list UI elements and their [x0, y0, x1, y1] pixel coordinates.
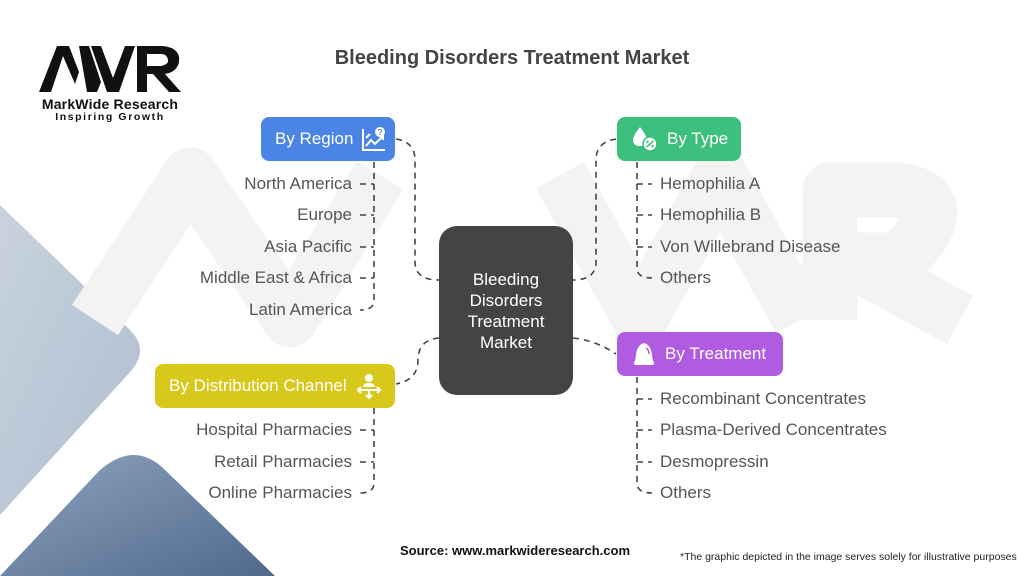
center-node: Bleeding Disorders Treatment Market — [439, 226, 573, 395]
list-item-type: Others — [660, 268, 712, 287]
list-item-region: North America — [244, 174, 352, 193]
list-item-region: Asia Pacific — [264, 237, 352, 256]
page-title: Bleeding Disorders Treatment Market — [334, 47, 690, 69]
branch-by-distribution-channel: By Distribution Channel — [155, 364, 395, 408]
bell-icon — [634, 343, 654, 365]
list-item-treatment: Others — [660, 483, 712, 502]
branch-label: By Region — [275, 129, 354, 148]
list-item-type: Hemophilia A — [660, 174, 761, 193]
list-item-distribution: Online Pharmacies — [208, 483, 352, 502]
branch-label: By Treatment — [665, 344, 767, 363]
list-item-type: Hemophilia B — [660, 205, 762, 224]
branch-label: By Distribution Channel — [169, 376, 347, 395]
list-item-distribution: Retail Pharmacies — [214, 452, 352, 471]
branch-by-treatment: By Treatment — [617, 332, 783, 376]
drops-percent-icon — [633, 127, 658, 152]
logo-company-name: MarkWide Research — [41, 96, 179, 112]
background-shape-dark — [0, 455, 275, 576]
list-item-distribution: Hospital Pharmacies — [196, 420, 352, 439]
list-item-region: Middle East & Africa — [199, 268, 352, 287]
branch-label: By Type — [667, 129, 729, 148]
branch-by-type: By Type — [617, 117, 741, 161]
center-node-label: Bleeding Disorders Treatment Market — [467, 269, 545, 352]
mwr-logo-icon — [39, 46, 181, 92]
list-item-treatment: Recombinant Concentrates — [660, 389, 867, 408]
disclaimer-note: *The graphic depicted in the image serve… — [680, 551, 1017, 563]
svg-text:?: ? — [378, 128, 383, 137]
chart-question-icon: ? — [362, 127, 386, 151]
branch-by-region: By Region ? — [261, 117, 395, 161]
source-citation: Source: www.markwideresearch.com — [400, 543, 631, 558]
list-item-treatment: Plasma-Derived Concentrates — [660, 420, 887, 439]
person-arrows-icon — [356, 374, 382, 400]
list-item-region: Latin America — [249, 300, 352, 319]
logo-tagline: Inspiring Growth — [55, 111, 165, 123]
company-logo: MarkWide Research Inspiring Growth — [30, 42, 190, 123]
list-item-treatment: Desmopressin — [660, 452, 769, 471]
list-item-region: Europe — [297, 205, 352, 224]
list-item-type: Von Willebrand Disease — [660, 237, 841, 256]
